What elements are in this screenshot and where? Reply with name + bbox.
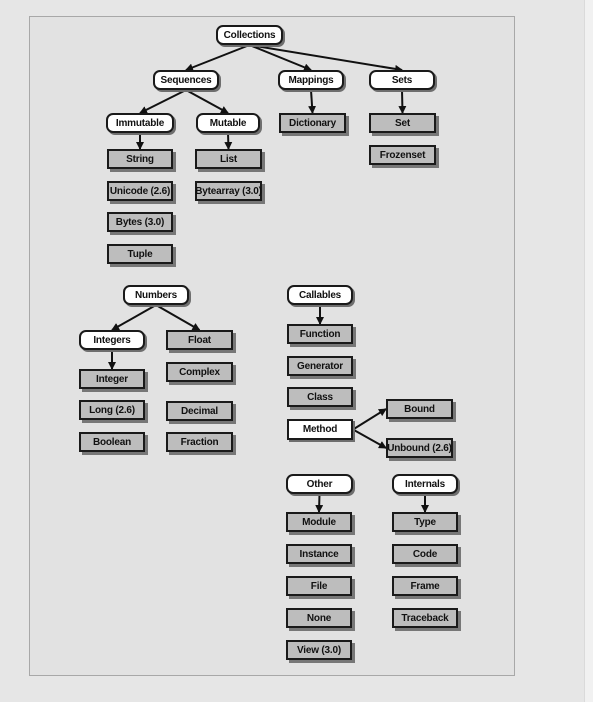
node-none: None bbox=[286, 608, 352, 628]
node-type: Type bbox=[392, 512, 458, 532]
node-string: String bbox=[107, 149, 173, 169]
node-method: Method bbox=[287, 419, 353, 440]
node-bytes: Bytes (3.0) bbox=[107, 212, 173, 232]
node-numbers: Numbers bbox=[123, 285, 189, 305]
node-decimal: Decimal bbox=[166, 401, 233, 421]
node-view: View (3.0) bbox=[286, 640, 352, 660]
node-unbound: Unbound (2.6) bbox=[386, 438, 453, 458]
node-callables: Callables bbox=[287, 285, 353, 305]
node-bytearray: Bytearray (3.0) bbox=[195, 181, 262, 201]
node-generator: Generator bbox=[287, 356, 353, 376]
node-internals: Internals bbox=[392, 474, 458, 494]
node-function: Function bbox=[287, 324, 353, 344]
node-mutable: Mutable bbox=[196, 113, 260, 133]
node-frozenset: Frozenset bbox=[369, 145, 436, 165]
node-boolean: Boolean bbox=[79, 432, 145, 452]
node-complex: Complex bbox=[166, 362, 233, 382]
node-traceback: Traceback bbox=[392, 608, 458, 628]
node-file: File bbox=[286, 576, 352, 596]
node-bound: Bound bbox=[386, 399, 453, 419]
node-integer: Integer bbox=[79, 369, 145, 389]
node-other: Other bbox=[286, 474, 353, 494]
node-list: List bbox=[195, 149, 262, 169]
node-unicode: Unicode (2.6) bbox=[107, 181, 173, 201]
node-sequences: Sequences bbox=[153, 70, 219, 90]
node-set: Set bbox=[369, 113, 436, 133]
scrollbar[interactable] bbox=[584, 0, 593, 702]
node-dictionary: Dictionary bbox=[279, 113, 346, 133]
node-sets: Sets bbox=[369, 70, 435, 90]
node-mappings: Mappings bbox=[278, 70, 344, 90]
node-instance: Instance bbox=[286, 544, 352, 564]
node-collections: Collections bbox=[216, 25, 283, 45]
node-frame: Frame bbox=[392, 576, 458, 596]
node-tuple: Tuple bbox=[107, 244, 173, 264]
node-fraction: Fraction bbox=[166, 432, 233, 452]
node-class: Class bbox=[287, 387, 353, 407]
node-float: Float bbox=[166, 330, 233, 350]
node-long: Long (2.6) bbox=[79, 400, 145, 420]
node-code: Code bbox=[392, 544, 458, 564]
node-module: Module bbox=[286, 512, 352, 532]
node-integers: Integers bbox=[79, 330, 145, 350]
node-immutable: Immutable bbox=[106, 113, 174, 133]
